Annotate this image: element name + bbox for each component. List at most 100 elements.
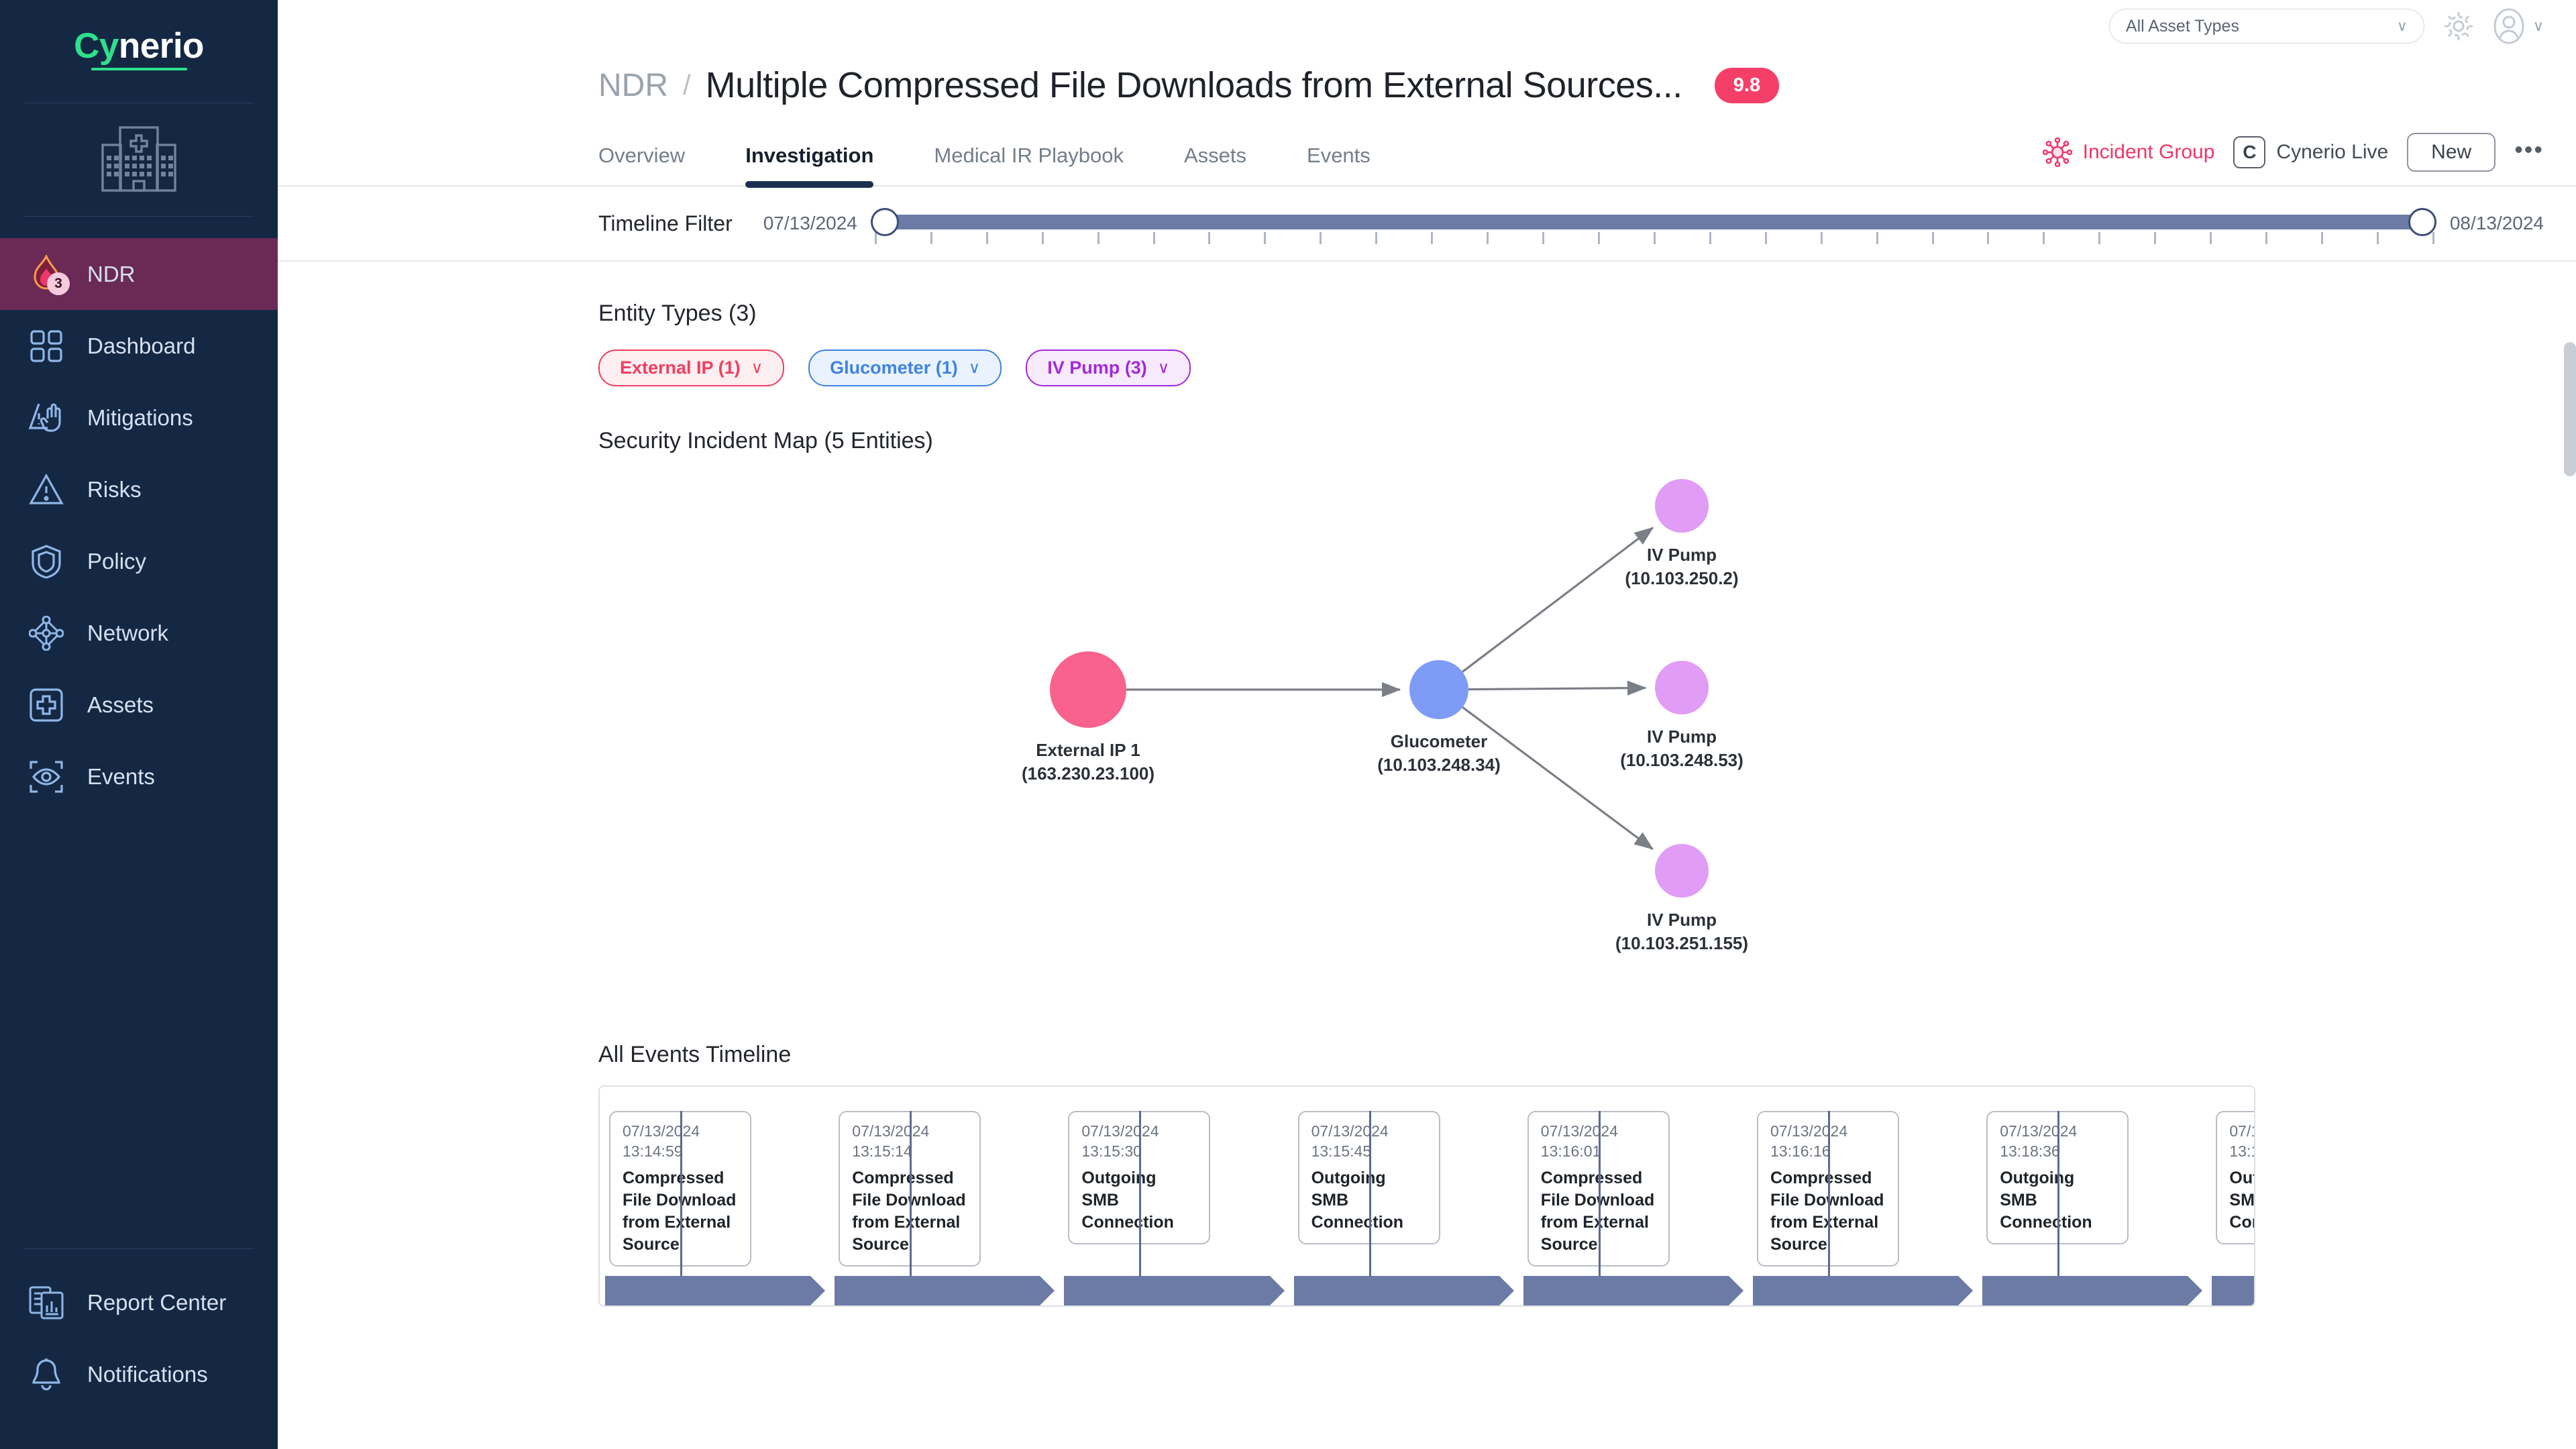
timeline-arrow-segment bbox=[1523, 1276, 1743, 1305]
avatar-chevron-down-icon: ∨ bbox=[2532, 17, 2544, 34]
timeline-slider-handle-start[interactable] bbox=[870, 208, 899, 236]
event-title: Outgoing SMB Connection bbox=[1311, 1168, 1404, 1232]
map-node-ext[interactable] bbox=[1050, 651, 1126, 728]
sidebar-item-label-report-center: Report Center bbox=[87, 1289, 227, 1315]
timeline-arrow-segment bbox=[1293, 1276, 1514, 1305]
timeline-end-date: 08/13/2024 bbox=[2449, 213, 2544, 233]
sidebar-item-label-network: Network bbox=[87, 620, 169, 645]
incident-group-icon bbox=[2042, 138, 2072, 167]
new-button[interactable]: New bbox=[2407, 133, 2496, 172]
entity-chip-label-glucometer: Glucometer (1) bbox=[830, 358, 958, 378]
sidebar-item-label-notifications: Notifications bbox=[87, 1361, 208, 1387]
flame-icon: 3 bbox=[25, 254, 70, 295]
asset-type-value: All Asset Types bbox=[2125, 16, 2239, 36]
timeline-slider-ticks bbox=[874, 232, 2434, 246]
sidebar-item-events[interactable]: Events bbox=[0, 741, 278, 812]
sidebar-item-policy[interactable]: Policy bbox=[0, 525, 278, 597]
sidebar-nav: 3 NDR Dashboard bbox=[0, 238, 278, 812]
avatar[interactable]: ∨ bbox=[2493, 8, 2544, 44]
chevron-down-icon: ∨ bbox=[1157, 359, 1170, 377]
map-node-label-pump3: IV Pump(10.103.251.155) bbox=[1615, 910, 1749, 954]
tab-overview[interactable]: Overview bbox=[598, 144, 686, 167]
sidebar-item-notifications[interactable]: Notifications bbox=[0, 1338, 278, 1410]
timeline-slider-track[interactable] bbox=[874, 215, 2432, 229]
map-node-label-ext: External IP 1(163.230.23.100) bbox=[1021, 740, 1155, 784]
tab-investigation[interactable]: Investigation bbox=[745, 144, 874, 188]
map-node-pump3[interactable] bbox=[1655, 844, 1709, 898]
tab-assets[interactable]: Assets bbox=[1183, 144, 1247, 167]
timeline-arrow-segment bbox=[2212, 1276, 2254, 1305]
timeline-arrow-segment bbox=[1753, 1276, 1974, 1305]
entity-chip-label-iv-pump: IV Pump (3) bbox=[1047, 358, 1147, 378]
entity-chip-glucometer[interactable]: Glucometer (1) ∨ bbox=[808, 350, 1002, 386]
map-node-label-glu: Glucometer(10.103.248.34) bbox=[1377, 731, 1501, 775]
entity-type-chips: External IP (1) ∨ Glucometer (1) ∨ IV Pu… bbox=[598, 350, 2544, 386]
sidebar-item-mitigations[interactable]: Mitigations bbox=[0, 382, 278, 453]
event-title: Compressed File Download from External S… bbox=[1770, 1168, 1884, 1254]
sidebar-item-label-mitigations: Mitigations bbox=[87, 405, 193, 430]
map-node-label-pump2: IV Pump(10.103.248.53) bbox=[1620, 727, 1743, 771]
event-stem bbox=[1598, 1111, 1601, 1281]
event-title: Outgoing SMB Connection bbox=[2000, 1168, 2092, 1232]
event-time: 13:15:14 bbox=[852, 1142, 912, 1160]
sidebar-item-report-center[interactable]: Report Center bbox=[0, 1267, 278, 1338]
sidebar-item-network[interactable]: Network bbox=[0, 597, 278, 669]
event-time: 13:18:36 bbox=[2000, 1142, 2060, 1160]
events-timeline-title: All Events Timeline bbox=[598, 1042, 792, 1067]
page-title: Multiple Compressed File Downloads from … bbox=[705, 65, 1683, 105]
brand-rest: nerio bbox=[118, 26, 205, 66]
timeline-slider-handle-end[interactable] bbox=[2408, 208, 2436, 236]
map-node-pump2[interactable] bbox=[1655, 661, 1709, 714]
ndr-badge: 3 bbox=[47, 272, 70, 295]
tab-bar-actions: Incident Group C Cynerio Live New ••• bbox=[2042, 133, 2544, 185]
brand-cy: Cy bbox=[74, 26, 119, 66]
sidebar-item-dashboard[interactable]: Dashboard bbox=[0, 310, 278, 382]
entity-types-section: Entity Types (3) External IP (1) ∨ Gluco… bbox=[278, 301, 2576, 386]
breadcrumb-root[interactable]: NDR bbox=[598, 67, 668, 103]
cynerio-live-button[interactable]: C Cynerio Live bbox=[2233, 136, 2388, 168]
event-time: 13:19:07 bbox=[2229, 1142, 2254, 1160]
security-incident-map[interactable]: External IP 1(163.230.23.100) Glucometer(… bbox=[278, 461, 2576, 1038]
event-time: 13:16:01 bbox=[1540, 1142, 1601, 1160]
asset-type-select[interactable]: All Asset Types ∨ bbox=[2108, 9, 2424, 44]
entity-chip-iv-pump[interactable]: IV Pump (3) ∨ bbox=[1026, 350, 1191, 386]
page-header: NDR / Multiple Compressed File Downloads… bbox=[278, 52, 2576, 106]
map-node-glu[interactable] bbox=[1409, 660, 1468, 719]
event-stem bbox=[1368, 1111, 1371, 1281]
eye-scan-icon bbox=[25, 759, 67, 794]
sidebar-item-label-risks: Risks bbox=[87, 476, 142, 502]
event-time: 13:15:30 bbox=[1081, 1142, 1142, 1160]
sidebar-item-assets[interactable]: Assets bbox=[0, 669, 278, 741]
sidebar-item-risks[interactable]: Risks bbox=[0, 453, 278, 525]
chevron-down-icon: ∨ bbox=[751, 359, 763, 377]
vertical-scrollbar[interactable] bbox=[2564, 342, 2576, 476]
event-date: 07/13/2024 bbox=[1540, 1122, 1618, 1140]
breadcrumb-separator: / bbox=[683, 69, 691, 101]
event-stem bbox=[1828, 1111, 1830, 1281]
event-time: 13:16:16 bbox=[1770, 1142, 1831, 1160]
event-title: Outgoing SMB Connection bbox=[1081, 1168, 1174, 1232]
incident-group-button[interactable]: Incident Group bbox=[2042, 138, 2215, 167]
network-nodes-icon bbox=[25, 615, 67, 651]
sidebar-item-ndr[interactable]: 3 NDR bbox=[0, 238, 278, 310]
event-time: 13:14:59 bbox=[623, 1142, 683, 1160]
entity-chip-external-ip[interactable]: External IP (1) ∨ bbox=[598, 350, 785, 386]
tab-events[interactable]: Events bbox=[1307, 144, 1371, 167]
overflow-menu-icon[interactable]: ••• bbox=[2514, 136, 2544, 163]
timeline-arrow-segment bbox=[1982, 1276, 2203, 1305]
brand-logo[interactable]: Cynerio bbox=[0, 0, 278, 91]
timeline-arrow-bar bbox=[600, 1276, 2254, 1305]
sidebar-divider-footer bbox=[24, 1248, 254, 1249]
event-title: Compressed File Download from External S… bbox=[1540, 1168, 1655, 1254]
map-node-pump1[interactable] bbox=[1655, 479, 1709, 533]
tab-medical-ir-playbook[interactable]: Medical IR Playbook bbox=[934, 144, 1124, 167]
incident-group-label: Incident Group bbox=[2082, 141, 2215, 163]
gear-icon[interactable] bbox=[2443, 11, 2474, 42]
event-date: 07/13/2024 bbox=[1770, 1122, 1848, 1140]
timeline-range-slider[interactable] bbox=[870, 204, 2436, 246]
timeline-start-date: 07/13/2024 bbox=[763, 213, 857, 233]
timeline-filter: Timeline Filter 07/13/2024 08/13/2024 bbox=[278, 186, 2576, 262]
grid-icon bbox=[25, 329, 67, 363]
